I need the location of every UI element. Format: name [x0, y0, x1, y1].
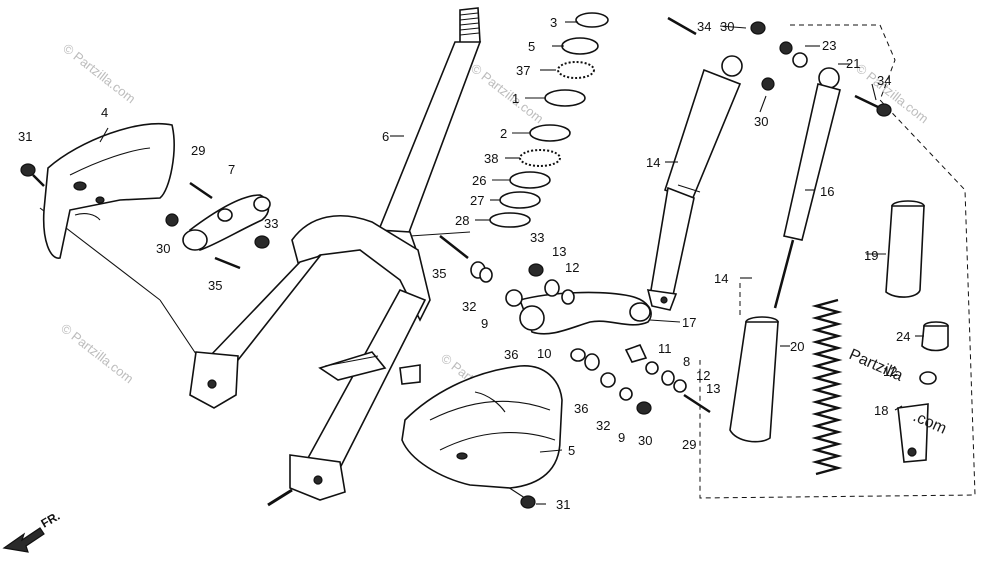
- spring: [811, 298, 843, 476]
- callout-18: 18: [874, 403, 888, 418]
- callout-37: 37: [516, 63, 530, 78]
- callout-31-bottom: 31: [556, 497, 570, 512]
- callout-34-top: 34: [697, 19, 711, 34]
- link-arm: [182, 194, 271, 251]
- shock-absorber: [646, 55, 743, 311]
- callout-19: 19: [864, 248, 878, 263]
- callout-23: 23: [822, 38, 836, 53]
- callout-33-mid: 33: [530, 230, 544, 245]
- watermark-4: © Partzilla.com: [58, 321, 136, 387]
- lower-cover: [401, 365, 563, 489]
- callout-7: 7: [228, 162, 235, 177]
- callout-24: 24: [896, 329, 910, 344]
- direction-indicator: FR.: [2, 509, 63, 553]
- watermark-2: © Partzilla.com: [468, 61, 546, 127]
- shock-rod: [773, 67, 841, 309]
- callout-38: 38: [484, 151, 498, 166]
- callout-30-bottom: 30: [638, 433, 652, 448]
- callout-12-lower: 12: [696, 368, 710, 383]
- watermark-3: © Partzilla.com: [853, 61, 931, 127]
- leader-lines: [99, 21, 924, 505]
- steering-stem: [189, 7, 482, 507]
- callout-14-upper: 14: [646, 155, 660, 170]
- callout-30-left: 30: [156, 241, 170, 256]
- guide-steer: [409, 231, 471, 237]
- callout-32-mid: 32: [462, 299, 476, 314]
- callout-5: 5: [568, 443, 575, 458]
- callout-25: 5: [528, 39, 535, 54]
- fork-tube: [729, 316, 779, 443]
- guide-4b: [159, 299, 201, 361]
- callout-8: 8: [683, 354, 690, 369]
- bearing-stack: [489, 12, 609, 228]
- callout-33-left: 33: [264, 216, 278, 231]
- hardware: [20, 16, 892, 509]
- callout-36-left: 36: [504, 347, 518, 362]
- callout-11: 11: [658, 341, 672, 356]
- callout-29-right: 29: [682, 437, 696, 452]
- front-arrow-icon: [2, 527, 45, 553]
- collar: [921, 321, 949, 352]
- callout-13-upper: 13: [552, 244, 566, 259]
- callout-35-left: 35: [208, 278, 222, 293]
- callout-32-right: 32: [596, 418, 610, 433]
- callout-4: 4: [101, 105, 108, 120]
- callout-36-right: 36: [574, 401, 588, 416]
- callout-28: 28: [455, 213, 469, 228]
- callout-35-mid: 35: [432, 266, 446, 281]
- callout-20: 20: [790, 339, 804, 354]
- callout-3: 3: [550, 15, 557, 30]
- callout-9-right: 9: [618, 430, 625, 445]
- callout-12-far: 12: [883, 364, 897, 379]
- callout-34-right: 34: [877, 73, 891, 88]
- callout-16: 16: [820, 184, 834, 199]
- callout-17: 17: [682, 315, 696, 330]
- callout-27: 27: [470, 193, 484, 208]
- bottom-bracket: [897, 371, 937, 463]
- callout-29-left: 29: [191, 143, 205, 158]
- lower-arm: [518, 291, 652, 335]
- callout-12-upper: 12: [565, 260, 579, 275]
- callout-10: 10: [537, 346, 551, 361]
- callout-26: 26: [472, 173, 486, 188]
- watermark-1: © Partzilla.com: [60, 41, 138, 107]
- callout-2: 2: [500, 126, 507, 141]
- front-cover: [42, 123, 175, 259]
- callout-13-lower: 13: [706, 381, 720, 396]
- assembly-outline: [699, 24, 976, 499]
- callout-14-lower: 14: [714, 271, 728, 286]
- callout-31-top: 31: [18, 129, 32, 144]
- callout-9-mid: 9: [481, 316, 488, 331]
- callout-30-right: 30: [754, 114, 768, 129]
- callout-6: 6: [382, 129, 389, 144]
- callouts: 3 5 37 1 2 38 26 27 28 6 4 31 29 7 33 30…: [18, 15, 910, 512]
- sleeve: [885, 200, 925, 298]
- front-direction-label: FR.: [39, 509, 63, 531]
- callout-30-top: 30: [720, 19, 734, 34]
- callout-21: 21: [846, 56, 860, 71]
- callout-1: 1: [512, 91, 519, 106]
